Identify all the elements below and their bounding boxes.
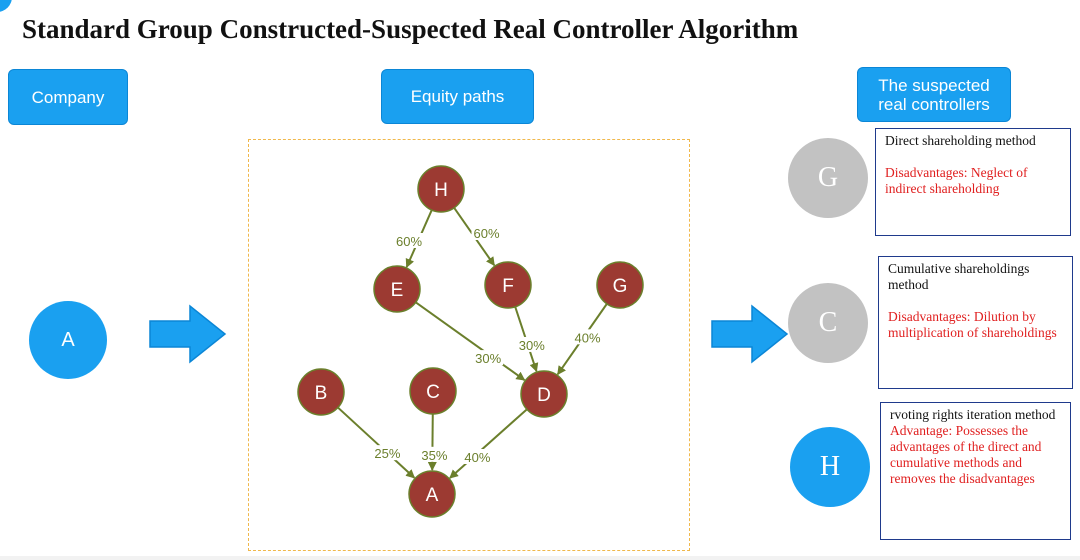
cumulative-method-box: Cumulative shareholdings method Disadvan…	[878, 256, 1073, 389]
equity-graph: 60% 60% 30% 30% 40% 25% 35% 40% H E F G B C D A	[297, 165, 644, 518]
method-title: Cumulative shareholdings method	[888, 261, 1030, 292]
result-node-c-label: C	[818, 307, 838, 338]
equity-node-a: A	[408, 470, 456, 518]
equity-node-circle	[373, 265, 421, 313]
equity-paths-label-text: Equity paths	[410, 87, 505, 106]
equity-edge-e-d	[415, 301, 526, 381]
equity-node-circle	[297, 368, 345, 416]
arrow-right-icon	[149, 304, 227, 364]
method-disadvantage: Disadvantages: Dilution by multiplicatio…	[888, 309, 1057, 340]
result-node-h: H	[790, 427, 870, 507]
footer-strip	[0, 556, 1080, 560]
edge-percent-label: 60%	[396, 234, 422, 249]
equity-node-circle	[520, 370, 568, 418]
equity-node-label: C	[426, 382, 440, 403]
equity-edge-d-a	[449, 408, 528, 479]
edge-percent-label: 40%	[464, 450, 490, 465]
equity-node-h: H	[417, 165, 465, 213]
voting-rights-method-box: rvoting rights iteration method Advantag…	[880, 402, 1071, 540]
suspected-label-line1: The suspected	[878, 75, 990, 95]
equity-node-label: A	[426, 485, 439, 506]
result-node-g: G	[788, 138, 868, 218]
method-title: rvoting rights iteration method	[890, 407, 1056, 422]
edge-percent-label: 25%	[374, 446, 400, 461]
edge-percent-label: 40%	[575, 330, 601, 345]
equity-node-label: E	[391, 280, 404, 301]
direct-method-box: Direct shareholding method Disadvantages…	[875, 128, 1071, 236]
page-title: Standard Group Constructed-Suspected Rea…	[22, 14, 799, 44]
edge-label-bg	[372, 445, 403, 461]
equity-node-label: B	[315, 383, 328, 404]
corner-decoration	[0, 0, 12, 12]
method-title: Direct shareholding method	[885, 133, 1036, 148]
equity-node-b: B	[297, 368, 345, 416]
method-advantage: Advantage: Possesses the advantages of t…	[890, 423, 1042, 486]
edge-percent-label: 35%	[421, 448, 447, 463]
result-node-g-label: G	[817, 162, 839, 193]
edge-label-bg	[471, 225, 502, 240]
equity-graph-frame	[248, 139, 690, 551]
equity-node-f: F	[484, 261, 532, 309]
equity-node-d: D	[520, 370, 568, 418]
equity-node-label: H	[434, 180, 448, 201]
equity-node-circle	[409, 367, 457, 415]
company-label-text: Company	[31, 87, 105, 107]
result-node-h-label: H	[819, 451, 841, 482]
suspected-controllers-label: The suspected real controllers	[857, 67, 1011, 122]
equity-node-circle	[408, 470, 456, 518]
method-disadvantage: Disadvantages: Neglect of indirect share…	[885, 165, 1028, 196]
equity-node-circle	[484, 261, 532, 309]
company-node-label: A	[61, 328, 75, 351]
edge-percent-label: 30%	[475, 351, 501, 366]
equity-node-e: E	[373, 265, 421, 313]
company-label: Company	[8, 69, 128, 125]
equity-node-circle	[596, 261, 644, 309]
equity-node-label: G	[613, 276, 628, 297]
edge-label-bg	[572, 329, 603, 345]
equity-node-g: G	[596, 261, 644, 309]
edge-percent-label: 60%	[473, 226, 499, 241]
edge-label-bg	[462, 449, 493, 464]
equity-node-circle	[417, 165, 465, 213]
company-node: A	[29, 301, 107, 379]
edge-label-bg	[473, 350, 504, 366]
equity-node-label: D	[537, 385, 551, 406]
equity-node-c: C	[409, 367, 457, 415]
edge-percent-label: 30%	[519, 338, 545, 353]
edge-label-bg	[516, 336, 547, 352]
equity-node-label: F	[502, 276, 514, 297]
arrow-right-icon	[711, 304, 789, 364]
edge-label-bg	[419, 446, 450, 462]
edge-label-bg	[394, 233, 424, 248]
equity-edge-b-a	[337, 406, 416, 479]
suspected-label-line2: real controllers	[878, 94, 990, 114]
result-node-c: C	[788, 283, 868, 363]
equity-paths-label: Equity paths	[381, 69, 534, 124]
